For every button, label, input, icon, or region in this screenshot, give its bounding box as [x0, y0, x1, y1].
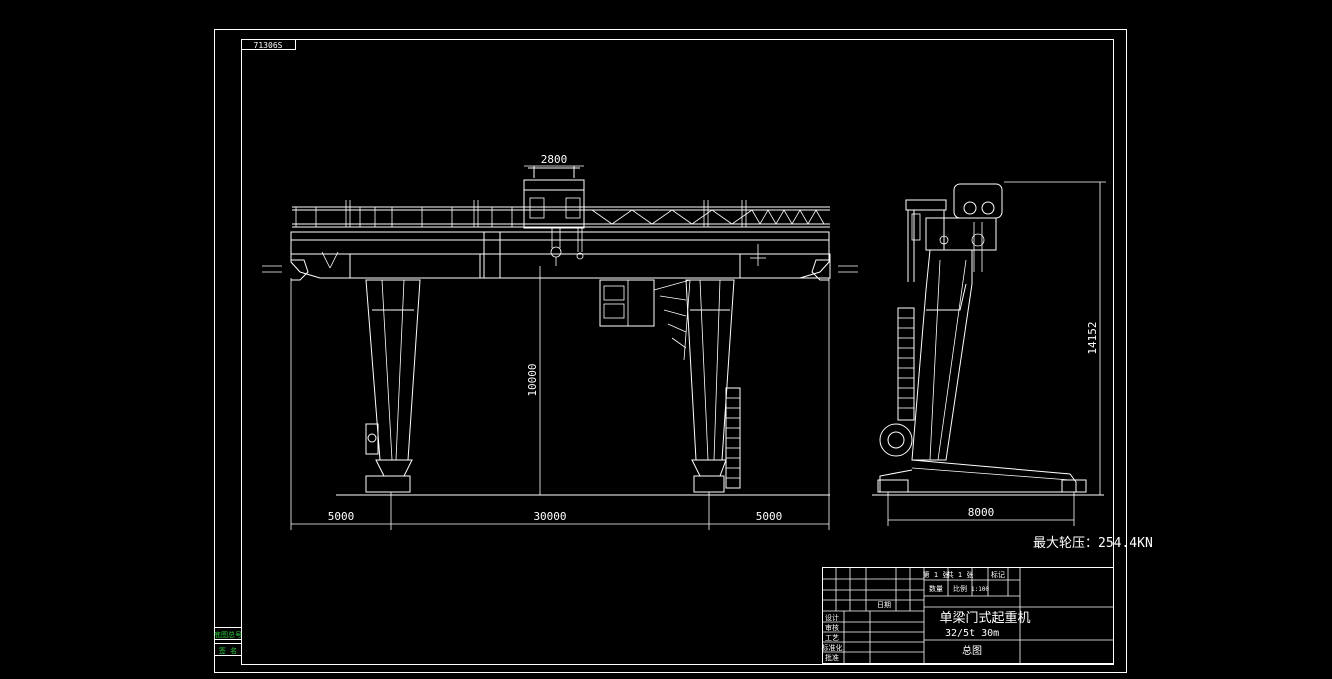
row-label-standard: 标准化 — [822, 643, 843, 652]
dim-span: 30000 — [533, 510, 566, 523]
inner-border — [241, 39, 1114, 665]
dim-trolley-width: 2800 — [541, 153, 568, 166]
front-dimensions: 2800 5000 30000 5000 10000 — [290, 153, 830, 530]
drawing-name: 总图 — [962, 644, 982, 657]
row-label-review: 审核 — [825, 623, 839, 632]
quantity-header: 数量 — [929, 584, 943, 593]
front-elevation — [262, 166, 858, 496]
outer-border — [214, 29, 1127, 673]
title-block: 第 1 张 共 1 张 标记 数量 比例 1:100 单梁门式起重机 32/5t… — [822, 567, 1114, 664]
max-wheel-load: 最大轮压：254.4KN — [1033, 536, 1153, 551]
total-label: 共 1 张 — [947, 570, 974, 579]
left-label-boxes: 底图总号 签 名 — [214, 627, 242, 656]
code-stamp-text: 71306S — [254, 41, 283, 50]
row-label-process: 工艺 — [825, 634, 839, 642]
dim-total-height: 14152 — [1086, 321, 1099, 354]
side-elevation — [872, 183, 1104, 496]
row-label-approve: 批准 — [825, 653, 839, 662]
drawing-subtitle: 32/5t 30m — [945, 628, 999, 639]
scale-value: 1:100 — [971, 586, 989, 593]
side-dimensions: 14152 8000 — [887, 181, 1106, 526]
revision-header: 标记 — [991, 570, 1005, 579]
dim-base-width: 8000 — [968, 506, 995, 519]
dim-lift-height: 10000 — [526, 363, 539, 396]
base-drawing-number-label: 底图总号 — [214, 630, 242, 639]
drawing-title: 单梁门式起重机 — [939, 610, 1030, 626]
date-header: 日期 — [877, 601, 891, 609]
signature-label: 签 名 — [219, 646, 237, 655]
sheet-label: 第 1 张 — [923, 570, 950, 579]
dim-left-overhang: 5000 — [328, 510, 355, 523]
code-stamp-box — [241, 39, 296, 50]
row-label-design: 设计 — [825, 613, 839, 622]
scale-header: 比例 — [953, 584, 967, 593]
dim-right-overhang: 5000 — [756, 510, 783, 523]
